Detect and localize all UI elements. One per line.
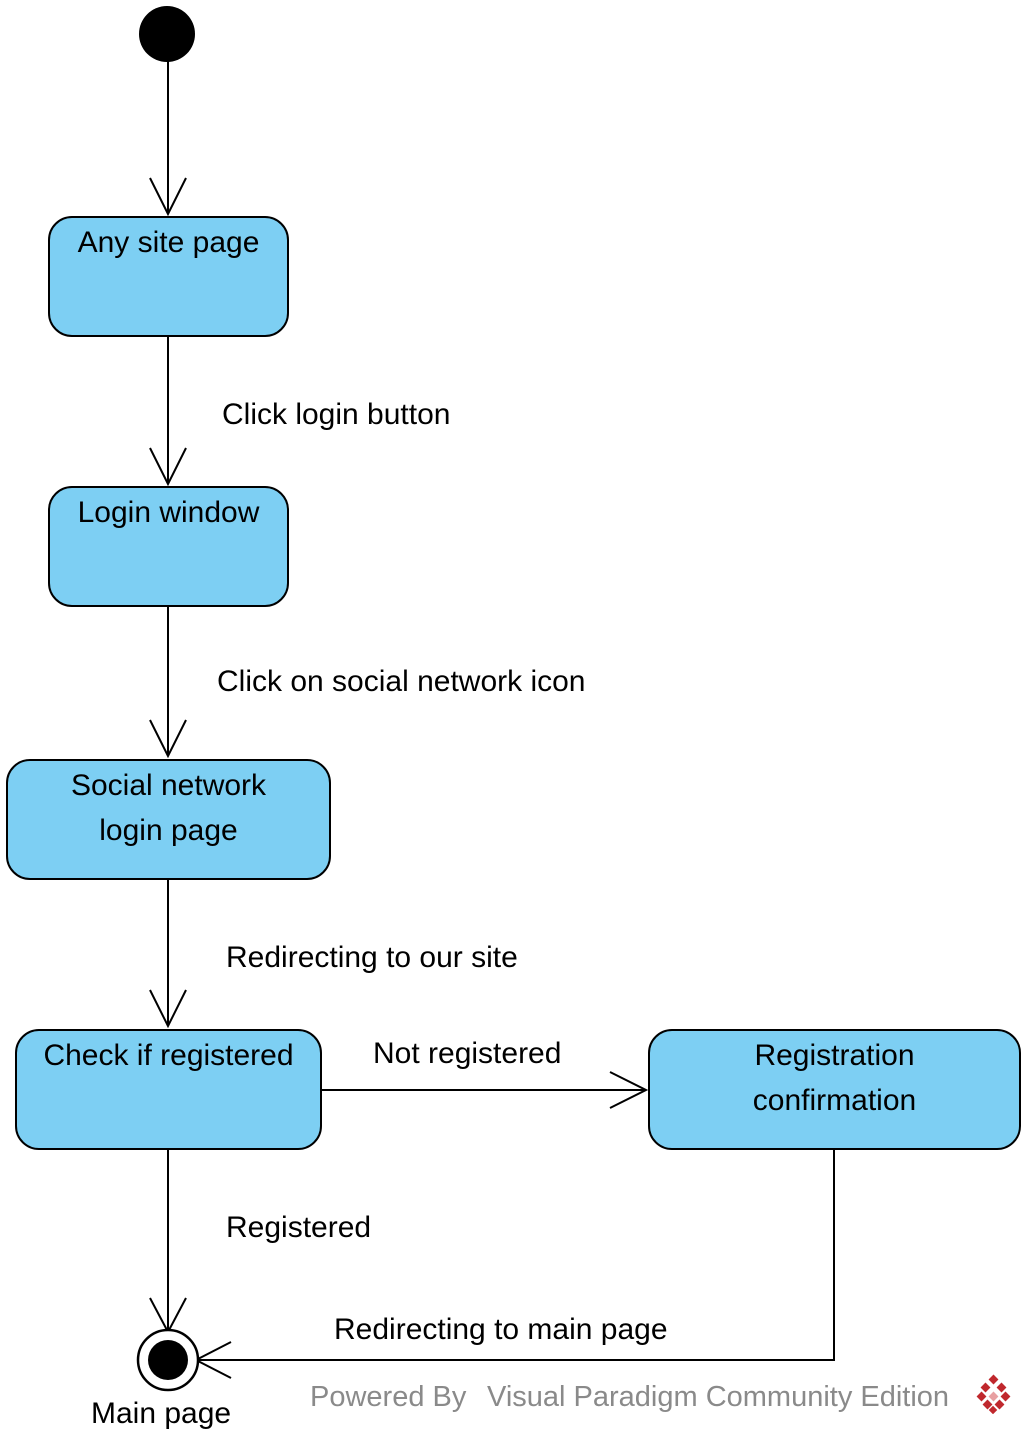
state-label: Any site page xyxy=(77,226,260,259)
state-registration-confirmation: Registration confirmation xyxy=(648,1029,1021,1150)
final-node-core xyxy=(148,1340,188,1380)
transition-label-redirecting-main: Redirecting to main page xyxy=(334,1313,668,1346)
state-check-if-registered: Check if registered xyxy=(15,1029,322,1150)
state-label-line1: Social network xyxy=(70,769,267,802)
final-state-label: Main page xyxy=(91,1397,232,1430)
arrowhead-social xyxy=(149,719,187,759)
arrowhead-login xyxy=(149,447,187,487)
transition-label-redirecting-site: Redirecting to our site xyxy=(226,941,518,974)
state-social-network-login: Social network login page xyxy=(6,759,331,880)
state-label: Login window xyxy=(77,496,260,529)
watermark-product: Visual Paradigm Community Edition xyxy=(487,1381,950,1413)
transition-label-registered: Registered xyxy=(226,1211,372,1244)
state-any-site-page: Any site page xyxy=(48,216,289,337)
state-label-line1: Registration xyxy=(754,1039,915,1072)
arrowhead-not-registered xyxy=(609,1071,649,1109)
state-login-window: Login window xyxy=(48,486,289,607)
state-label-line2: login page xyxy=(99,814,238,847)
initial-node xyxy=(139,6,195,62)
transition-label-click-login: Click login button xyxy=(222,398,451,431)
transition-label-not-registered: Not registered xyxy=(373,1037,562,1070)
transition-label-click-social: Click on social network icon xyxy=(217,665,586,698)
state-label: Check if registered xyxy=(43,1039,294,1072)
visual-paradigm-logo-icon xyxy=(976,1374,1011,1414)
watermark-powered-by: Powered By xyxy=(310,1381,467,1413)
state-label-line2: confirmation xyxy=(752,1084,917,1117)
transition-redirect-main-line xyxy=(196,1150,835,1361)
arrowhead-redirect-site xyxy=(149,989,187,1029)
arrowhead-initial xyxy=(149,177,187,217)
